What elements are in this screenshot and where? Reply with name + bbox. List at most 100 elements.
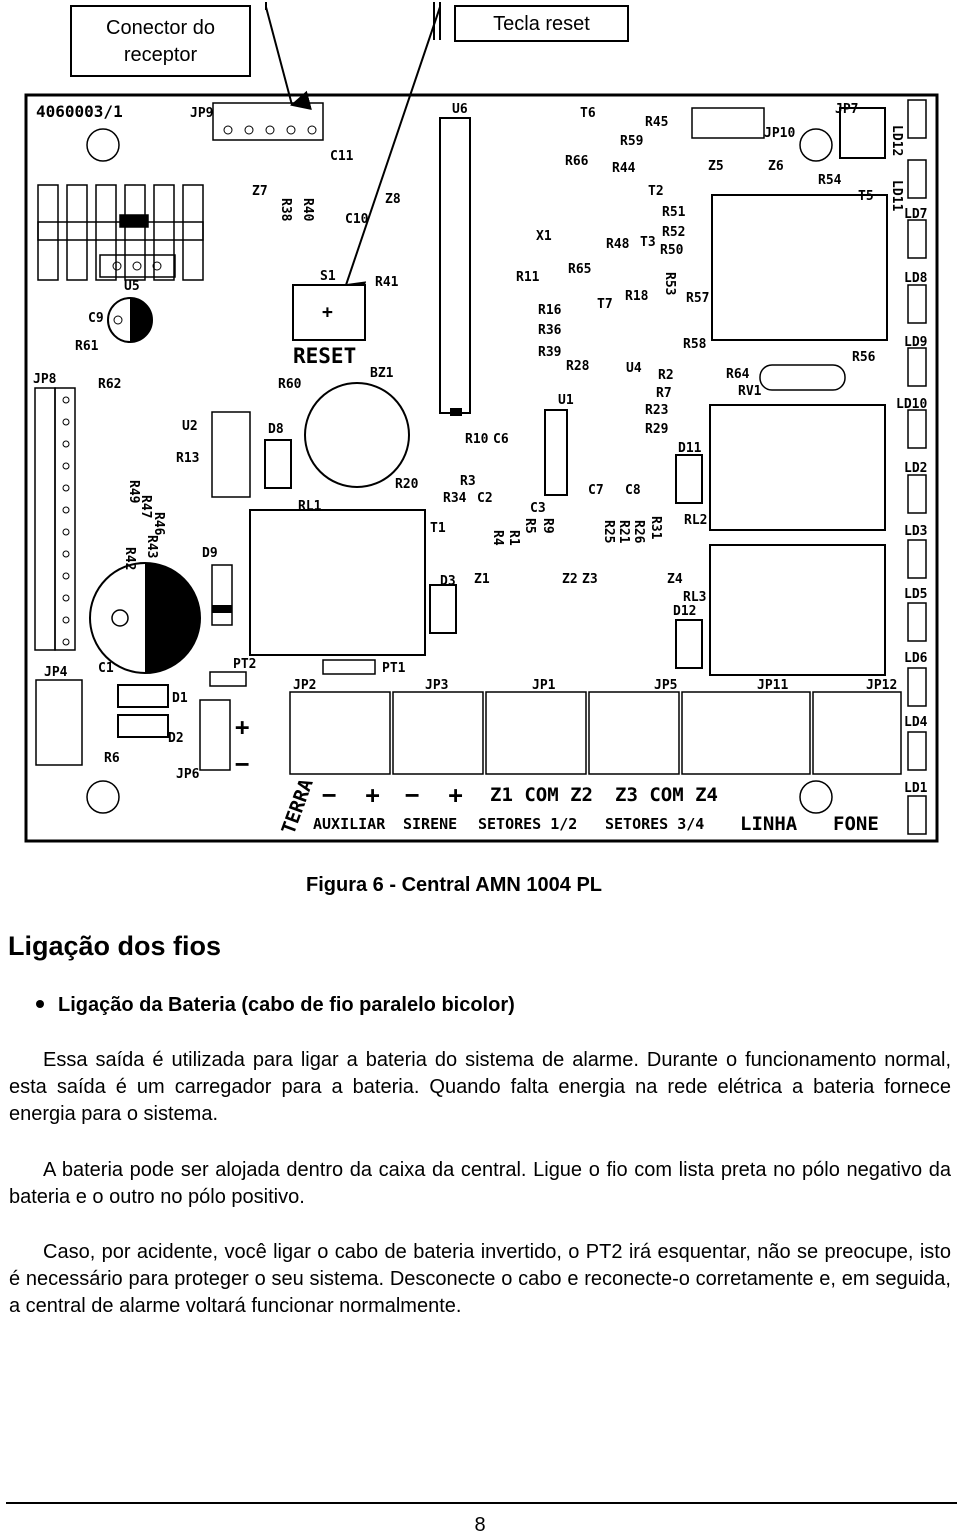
component-label-z3: Z3	[582, 572, 598, 587]
component-label-r38: R38	[278, 198, 293, 222]
component-label-r39: R39	[538, 345, 561, 360]
component-label-r64: R64	[726, 367, 750, 382]
rl2-relay	[709, 404, 886, 531]
component-label-ld4: LD4	[904, 715, 928, 730]
component-label-c1: C1	[98, 661, 114, 676]
component-label-t5: T5	[858, 189, 874, 204]
d1-diode	[117, 684, 169, 708]
fone-label: FONE	[833, 813, 879, 835]
sirene-signs: − +	[405, 781, 463, 809]
pcb-diagram: 4060003/1 + RESET	[24, 2, 939, 843]
component-label-r51: R51	[662, 205, 686, 220]
component-label-r52: R52	[662, 225, 685, 240]
page-number: 8	[474, 1514, 486, 1536]
component-label-t6: T6	[580, 106, 596, 121]
rv1-varistor	[759, 364, 846, 391]
component-label-ld11: LD11	[889, 180, 904, 211]
component-label-t7: T7	[597, 297, 613, 312]
component-label-d9: D9	[202, 546, 218, 561]
component-label-r56: R56	[852, 350, 876, 365]
component-label-jp9: JP9	[190, 106, 213, 121]
component-label-d12: D12	[673, 604, 696, 619]
terminal-blocks	[289, 691, 902, 775]
board-model-code: 4060003/1	[36, 102, 123, 121]
component-label-u4: U4	[626, 361, 642, 376]
component-label-r62: R62	[98, 377, 121, 392]
component-label-ld10: LD10	[896, 397, 927, 412]
component-label-d2: D2	[168, 731, 184, 746]
jp7-transformer	[711, 194, 888, 341]
component-label-z2: Z2	[562, 572, 578, 587]
paragraph-1-text: Essa saída é utilizada para ligar a bate…	[9, 1049, 951, 1125]
jp9-connector	[212, 102, 324, 141]
component-label-r6: R6	[104, 751, 120, 766]
component-label-r42: R42	[122, 547, 137, 570]
component-label-r7: R7	[656, 386, 672, 401]
component-label-r21: R21	[616, 520, 631, 544]
bullet-item: Ligação da Bateria (cabo de fio paralelo…	[36, 994, 515, 1017]
callout-reset-key: Tecla reset	[454, 5, 629, 42]
zones-b-label: Z3 COM Z4	[615, 784, 718, 806]
component-label-jp11: JP11	[757, 678, 788, 693]
component-label-jp1: JP1	[532, 678, 556, 693]
zones-a-label: Z1 COM Z2	[490, 784, 593, 806]
component-label-ld5: LD5	[904, 587, 927, 602]
sirene-label: SIRENE	[403, 815, 457, 833]
component-label-s1: S1	[320, 269, 336, 284]
component-label-r45: R45	[645, 115, 668, 130]
callout-receiver-connector: Conector do receptor	[70, 5, 251, 77]
component-label-r59: R59	[620, 134, 643, 149]
component-label-z7: Z7	[252, 184, 268, 199]
component-label-rl2: RL2	[684, 513, 707, 528]
component-label-ld9: LD9	[904, 335, 927, 350]
component-label-r47: R47	[138, 495, 153, 518]
u6-ic	[439, 117, 471, 414]
component-label-jp8: JP8	[33, 372, 57, 387]
bullet-text: Ligação da Bateria (cabo de fio paralelo…	[58, 994, 515, 1016]
d8-diode	[264, 439, 292, 489]
component-label-r41: R41	[375, 275, 399, 290]
component-label-z6: Z6	[768, 159, 784, 174]
component-label-ld6: LD6	[904, 651, 928, 666]
component-label-ld12: LD12	[889, 125, 904, 156]
rl1-relay	[249, 509, 426, 656]
component-label-u6: U6	[452, 102, 468, 117]
component-label-r31: R31	[648, 516, 663, 540]
component-label-r13: R13	[176, 451, 199, 466]
linha-label: LINHA	[740, 813, 798, 835]
component-label-r58: R58	[683, 337, 707, 352]
u5-regulator	[99, 254, 176, 278]
component-label-r34: R34	[443, 491, 467, 506]
component-label-r2: R2	[658, 368, 674, 383]
component-label-r20: R20	[395, 477, 419, 492]
d9-diode	[211, 564, 233, 626]
board-outline	[24, 93, 939, 843]
component-label-c11: C11	[330, 149, 354, 164]
component-label-r25: R25	[601, 520, 616, 543]
component-label-r4: R4	[490, 530, 505, 546]
bullet-dot-icon	[36, 999, 44, 1008]
component-label-r28: R28	[566, 359, 590, 374]
component-label-z4: Z4	[667, 572, 683, 587]
figure-caption: Figura 6 - Central AMN 1004 PL	[306, 874, 602, 896]
component-label-jp10: JP10	[764, 126, 795, 141]
auxiliar-label: AUXILIAR	[313, 815, 386, 833]
component-label-jp7: JP7	[835, 102, 858, 117]
u1-ic	[544, 409, 568, 496]
component-label-c8: C8	[625, 483, 641, 498]
component-label-r44: R44	[612, 161, 636, 176]
s1-plus: +	[322, 302, 333, 323]
component-label-r61: R61	[75, 339, 99, 354]
component-label-u2: U2	[182, 419, 198, 434]
callout-leader-receiver	[265, 6, 312, 111]
jp8-connector	[34, 387, 76, 651]
paragraph-1: Essa saída é utilizada para ligar a bate…	[9, 1047, 951, 1128]
component-label-ld3: LD3	[904, 524, 927, 539]
component-label-c10: C10	[345, 212, 369, 227]
component-label-t3: T3	[640, 235, 656, 250]
callout-reset-text: Tecla reset	[493, 13, 590, 35]
mounting-holes	[86, 128, 833, 814]
component-label-jp3: JP3	[425, 678, 448, 693]
component-label-d1: D1	[172, 691, 188, 706]
component-label-r10: R10	[465, 432, 489, 447]
